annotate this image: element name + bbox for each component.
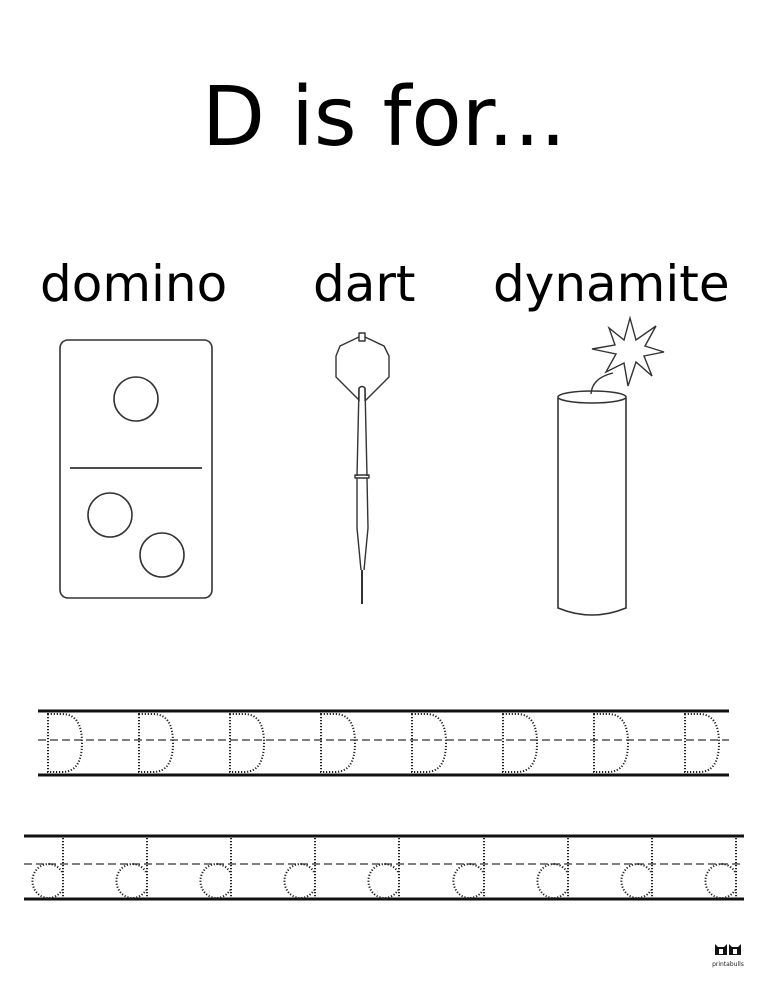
- traced-lowercase-d: [31, 838, 64, 899]
- traced-lowercase-d: [452, 838, 485, 899]
- traced-lowercase-d: [620, 838, 653, 899]
- word-domino: domino: [40, 255, 228, 313]
- page-title: D is for...: [201, 70, 567, 165]
- lowercase-tracing-row: [24, 834, 744, 901]
- traced-uppercase-d: [47, 713, 84, 773]
- traced-uppercase-d: [320, 713, 357, 773]
- traced-lowercase-d: [536, 838, 569, 899]
- traced-uppercase-d: [502, 713, 539, 773]
- traced-lowercase-d: [283, 838, 316, 899]
- traced-uppercase-d: [138, 713, 175, 773]
- traced-uppercase-d: [593, 713, 630, 773]
- traced-lowercase-d: [704, 838, 737, 899]
- dart-icon: [335, 332, 390, 604]
- domino-icon: [59, 339, 213, 599]
- traced-uppercase-d: [411, 713, 448, 773]
- dynamite-icon: [557, 315, 665, 616]
- printabulls-logo: printabulls: [706, 942, 750, 970]
- traced-lowercase-d: [367, 838, 400, 899]
- spark-icon: [591, 315, 665, 387]
- uppercase-tracing-row: [38, 709, 729, 777]
- bulldog-faces-icon: [715, 944, 741, 955]
- traced-uppercase-d: [684, 713, 721, 773]
- word-dart: dart: [313, 255, 416, 313]
- traced-lowercase-d: [199, 838, 232, 899]
- traced-lowercase-d: [115, 838, 148, 899]
- logo-text: printabulls: [712, 961, 744, 968]
- word-dynamite: dynamite: [493, 255, 730, 313]
- traced-uppercase-d: [229, 713, 266, 773]
